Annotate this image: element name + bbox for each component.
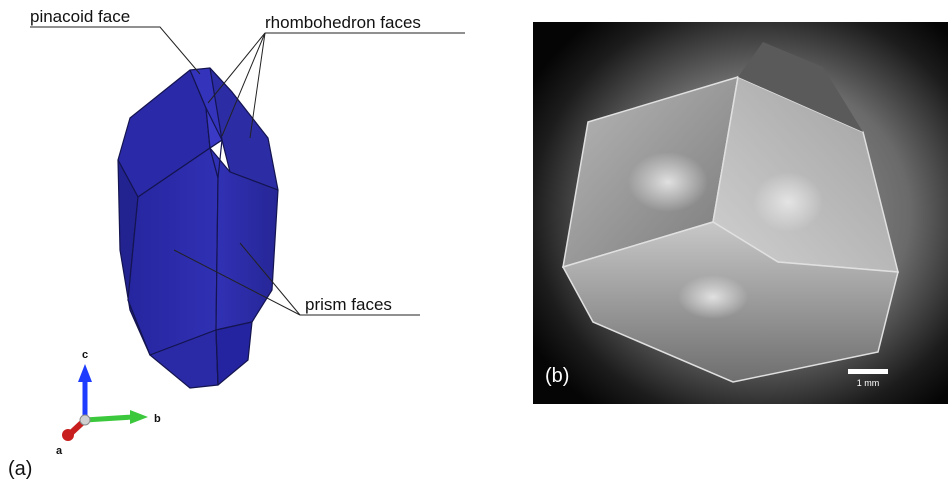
- axis-c-arrowhead: [78, 364, 92, 382]
- pinacoid-label: pinacoid face: [30, 7, 130, 26]
- axis-b-label: b: [154, 413, 161, 425]
- panel-b-label: (b): [545, 365, 569, 387]
- lower-face-right: [216, 322, 252, 385]
- panel-a-label: (a): [8, 458, 32, 480]
- crystal-photo: 1 mm (b): [533, 22, 948, 404]
- photo-inclusion-3: [678, 275, 748, 319]
- axis-b-arrowhead: [130, 410, 148, 424]
- prism-label: prism faces: [305, 295, 392, 314]
- crystal-shape: [118, 68, 278, 388]
- axis-a-label: a: [56, 445, 63, 457]
- scale-bar-label: 1 mm: [857, 378, 880, 388]
- axis-triad: c b a: [56, 349, 161, 457]
- crystal-diagram: pinacoid face rhombohedron faces prism f…: [0, 0, 520, 483]
- photo-inclusion-1: [628, 152, 708, 212]
- rhombohedron-label: rhombohedron faces: [265, 13, 421, 32]
- axis-c-label: c: [82, 349, 88, 361]
- panel-a-crystal-model: pinacoid face rhombohedron faces prism f…: [0, 0, 520, 483]
- axis-origin: [80, 415, 90, 425]
- pinacoid-leader: [30, 27, 200, 74]
- axis-b-shaft: [85, 417, 133, 420]
- photo-inclusion-2: [753, 172, 823, 232]
- axis-a-tip: [62, 429, 74, 441]
- panel-b-photo: 1 mm (b): [533, 22, 948, 404]
- scale-bar: [848, 369, 888, 374]
